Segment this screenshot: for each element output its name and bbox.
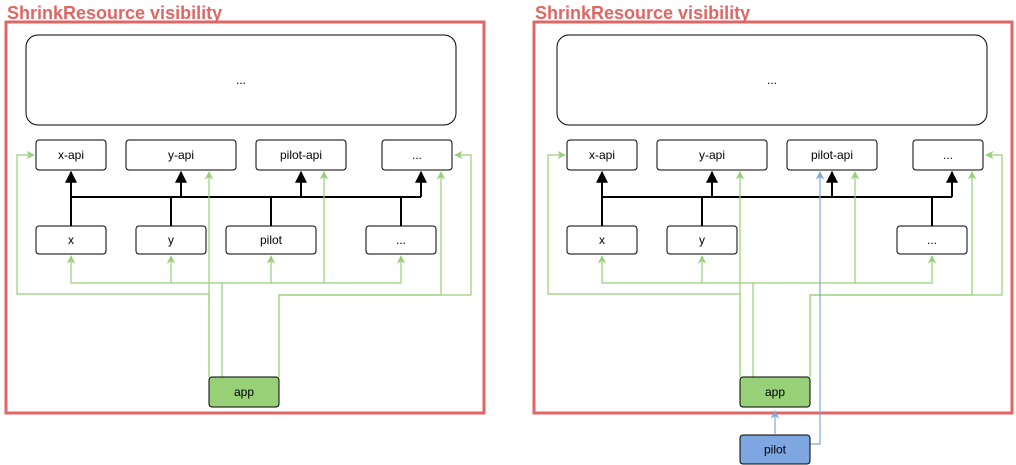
right-app-to-more-api-right-edge [809,150,1003,377]
left-node-more: ... [365,225,437,255]
right-node-x-label: x [599,233,605,247]
left-app-to-x-edge [66,255,223,377]
right-node-more: ... [896,225,968,255]
right-node-app-label: app [765,385,785,399]
right-node-y: y [666,225,738,255]
right-node-more-api: ... [912,139,984,171]
right-bus-line [601,196,952,226]
right-top-container-label: ... [767,73,777,87]
left-node-y: y [135,225,207,255]
right-node-x-api-label: x-api [589,148,615,162]
left-node-y-label: y [168,233,174,247]
right-node-app: app [739,376,811,408]
right-top-container: ... [556,34,988,126]
left-app-to-more-api-edge [278,171,446,377]
right-app-to-more-edge [753,255,937,284]
right-node-y-api-label: y-api [699,148,725,162]
right-node-more-label: ... [927,233,937,247]
left-node-x-api: x-api [35,139,107,171]
left-node-y-api-label: y-api [168,148,194,162]
right-node-pilot-external: pilot [739,434,811,465]
left-node-pilot: pilot [225,225,317,255]
right-node-x: x [566,225,638,255]
left-node-pilot-api: pilot-api [255,139,347,171]
left-node-app: app [208,376,280,408]
left-panel-title: ShrinkResource visibility [7,3,222,23]
left-node-app-label: app [234,385,254,399]
left-app-to-more-edge [222,255,406,284]
right-node-x-api: x-api [566,139,638,171]
left-node-more-label: ... [396,233,406,247]
left-node-more-api-label: ... [412,148,422,162]
right-node-y-api: y-api [656,139,768,171]
right-node-pilot-api-label: pilot-api [811,148,853,162]
right-node-pilot-external-label: pilot [764,443,787,457]
left-node-y-api: y-api [125,139,237,171]
right-node-pilot-api: pilot-api [786,139,878,171]
left-node-x: x [35,225,107,255]
left-node-x-api-label: x-api [58,148,84,162]
left-node-pilot-label: pilot [260,233,283,247]
right-app-to-more-api-edge [809,171,977,377]
left-panel-frame [4,20,486,415]
right-app-to-x-edge [597,255,754,377]
right-panel: ShrinkResource visibility ... x-api [532,3,1014,465]
left-bus-line [70,196,421,226]
right-panel-title: ShrinkResource visibility [535,3,750,23]
left-top-container: ... [25,34,457,126]
left-panel: ShrinkResource visibility ... x-api y-ap… [4,3,486,415]
right-node-y-label: y [699,233,705,247]
left-node-pilot-api-label: pilot-api [280,148,322,162]
right-pilot-to-pilot-api-edge [810,171,825,445]
left-node-x-label: x [68,233,74,247]
left-top-container-label: ... [236,73,246,87]
right-node-more-api-label: ... [943,148,953,162]
left-node-more-api: ... [381,139,453,171]
left-app-to-more-api-right-edge [278,150,472,377]
